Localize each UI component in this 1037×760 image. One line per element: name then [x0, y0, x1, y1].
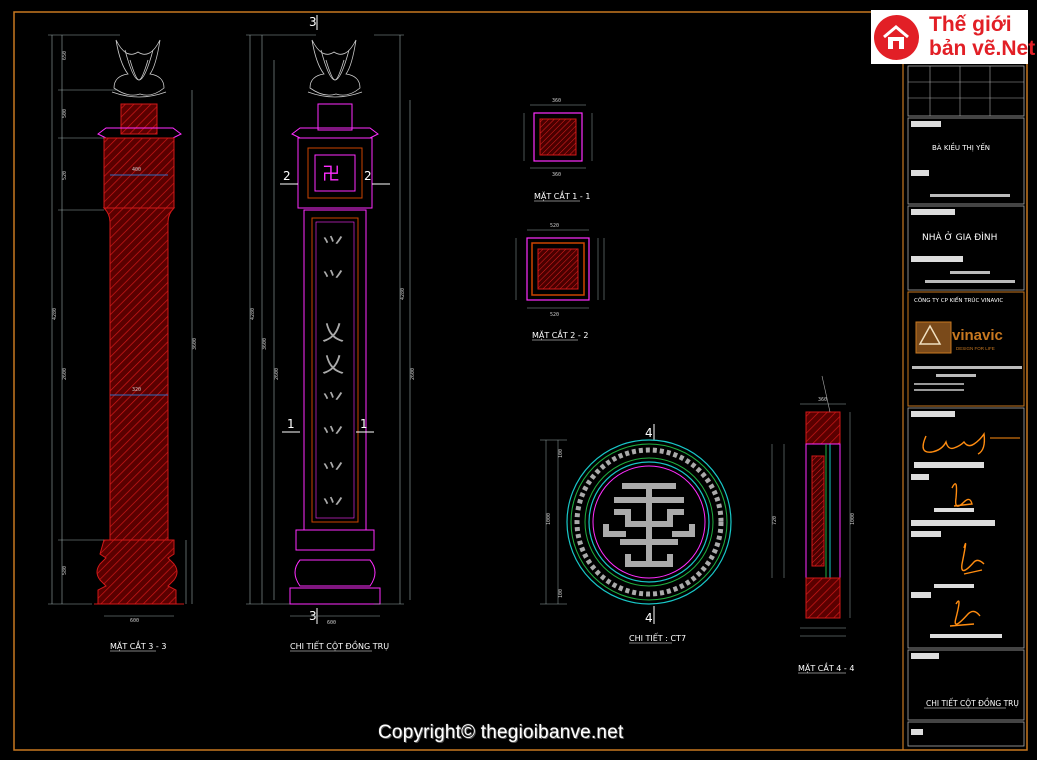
signature-3 [961, 542, 985, 575]
section-mark-4-top: 4 [645, 426, 653, 440]
section-mark-2-right: 2 [364, 169, 372, 183]
finial-ornament [307, 39, 363, 98]
base-bulb [294, 559, 376, 587]
svg-text:⺍: ⺍ [322, 269, 344, 294]
svg-text:⺍: ⺍ [322, 391, 344, 416]
svg-text:⺍: ⺍ [322, 496, 344, 521]
finial-ornament-left [111, 39, 167, 98]
svg-text:⺍: ⺍ [322, 235, 344, 260]
project-name: NHÀ Ở GIA ĐÌNH [922, 231, 997, 243]
svg-text:100: 100 [558, 589, 564, 598]
sheet-frame [13, 11, 1028, 751]
sheet-title: CHI TIẾT CỘT ĐỒNG TRỤ [926, 698, 1019, 708]
company-brand: vinavic [952, 327, 1003, 344]
signature-1 [922, 432, 986, 455]
company-name: CÔNG TY CP KIẾN TRÚC VINAVIC [914, 296, 1003, 304]
svg-text:600: 600 [327, 620, 336, 626]
svg-text:4280: 4280 [250, 308, 256, 320]
svg-text:2600: 2600 [410, 368, 416, 380]
logo-line-1: Thế giới [929, 13, 1012, 36]
svg-text:4280: 4280 [400, 288, 406, 300]
section-3-3-view: 4280 650 500 520 2600 580 3600 600 400 3… [48, 34, 198, 652]
section-mark-1-left: 1 [287, 417, 295, 431]
svg-text:360: 360 [552, 98, 561, 104]
section-mark-4-bottom: 4 [645, 611, 653, 625]
svg-text:2600: 2600 [274, 368, 280, 380]
upper-body [103, 137, 175, 209]
section-2-2-view: 520 520 MẶT CẮT 2 - 2 [515, 223, 605, 341]
svg-text:1000: 1000 [850, 513, 856, 525]
signature-2 [951, 483, 973, 507]
column-base [96, 539, 178, 605]
svg-text:100: 100 [558, 449, 564, 458]
svg-text:乂: 乂 [322, 321, 344, 346]
title-block: BÀ KIỀU THỊ YẾN NHÀ Ở GIA ĐÌNH CÔNG TY C… [907, 65, 1025, 747]
upper-panel [297, 137, 373, 209]
column-shaft [102, 207, 176, 541]
svg-text:⺍: ⺍ [322, 425, 344, 450]
section-4-4-title: MẶT CẮT 4 - 4 [798, 661, 854, 674]
svg-text:乂: 乂 [322, 353, 344, 378]
svg-text:360: 360 [818, 397, 827, 403]
svg-text:⺍: ⺍ [322, 461, 344, 486]
logo-line-2: bản vẽ.Net [929, 37, 1036, 60]
section-1-1-view: 360 360 MẶT CẮT 1 - 1 [523, 98, 593, 202]
site-logo[interactable]: Thế giới bản vẽ.Net [871, 10, 1035, 64]
svg-text:2600: 2600 [62, 368, 68, 380]
ornament-glyph: 卍 [322, 164, 340, 185]
column-detail-title: CHI TIẾT CỘT ĐỒNG TRỤ [290, 639, 389, 651]
svg-text:400: 400 [132, 167, 141, 173]
svg-text:3600: 3600 [192, 338, 198, 350]
section-mark-1-right: 1 [360, 417, 368, 431]
svg-text:520: 520 [550, 312, 559, 318]
section-3-3-title: MẶT CẮT 3 - 3 [110, 639, 166, 652]
svg-text:4280: 4280 [52, 308, 58, 320]
svg-text:520: 520 [62, 171, 68, 180]
section-4-4-view: 720 1000 360 MẶT CẮT 4 - 4 [771, 375, 856, 674]
svg-text:500: 500 [62, 109, 68, 118]
svg-text:320: 320 [132, 387, 141, 393]
detail-ct7-view: 4 1000 100 100 4 CHI TIẾT : CT7 [540, 424, 732, 644]
detail-ct7-title: CHI TIẾT : CT7 [629, 632, 686, 643]
section-mark-2-left: 2 [283, 169, 291, 183]
house-icon [874, 15, 919, 60]
svg-text:520: 520 [550, 223, 559, 229]
svg-text:650: 650 [62, 51, 68, 60]
calligraphy-characters: ⺍ ⺍ 乂 乂 ⺍ ⺍ ⺍ ⺍ [322, 235, 344, 521]
signature-4 [949, 600, 981, 627]
dimension-lines-detail [246, 34, 411, 617]
owner-name: BÀ KIỀU THỊ YẾN [932, 142, 990, 152]
svg-text:600: 600 [130, 618, 139, 624]
svg-text:3600: 3600 [262, 338, 268, 350]
dimension-lines-left [48, 34, 193, 617]
svg-text:580: 580 [62, 566, 68, 575]
section-2-2-title: MẶT CẮT 2 - 2 [532, 328, 588, 341]
company-brand-sub: DESIGN FOR LIFE [956, 346, 995, 351]
column-detail-view: 3 卍 ⺍ ⺍ 乂 乂 ⺍ ⺍ ⺍ ⺍ [246, 15, 416, 652]
copyright-watermark: Copyright© thegioibanve.net [378, 722, 624, 743]
longevity-symbol [603, 483, 695, 567]
svg-text:360: 360 [552, 172, 561, 178]
section-mark-3-top: 3 [309, 15, 317, 29]
capital-block [120, 103, 158, 135]
svg-text:720: 720 [772, 516, 778, 525]
section-1-1-title: MẶT CẮT 1 - 1 [534, 189, 590, 202]
svg-text:1000: 1000 [546, 513, 552, 525]
greek-key-border [574, 447, 724, 597]
